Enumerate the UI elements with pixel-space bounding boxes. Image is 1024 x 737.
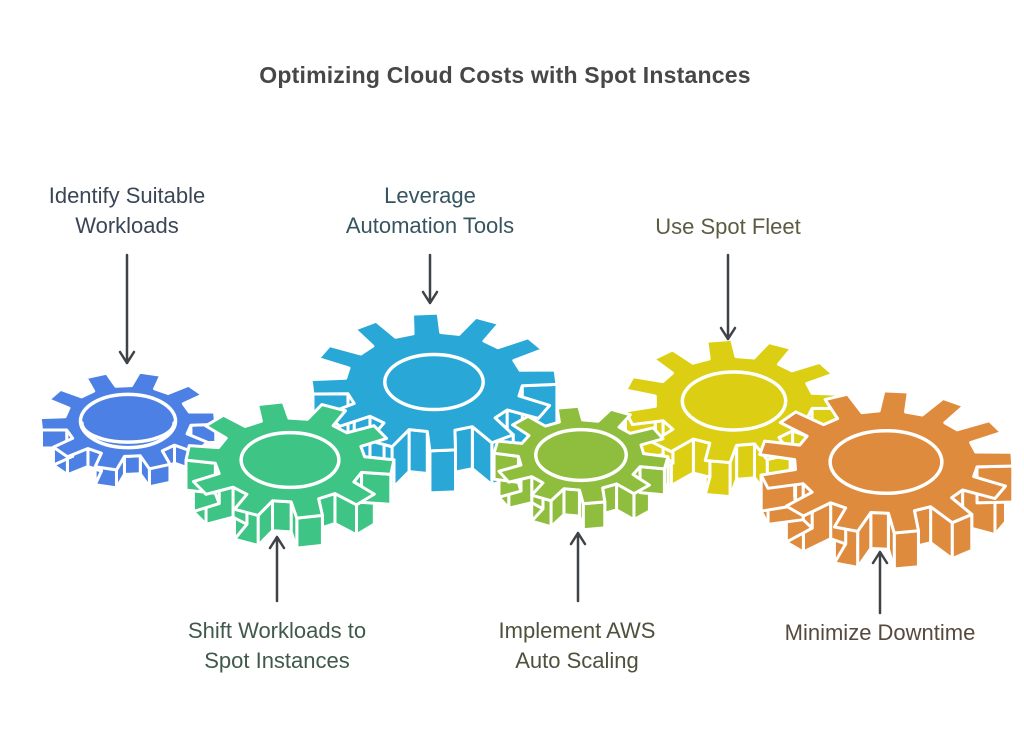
gear-shift-workloads-to-spot-instances [184,400,396,550]
up-arrow-shift-workloads [268,535,286,603]
label-minimize-downtime: Minimize Downtime [784,620,976,645]
down-arrow-identify-suitable-workloads [118,253,136,365]
up-arrow-implement-aws-auto-scaling [569,531,587,603]
page-title: Optimizing Cloud Costs with Spot Instanc… [259,62,751,88]
label-identify-suitable-workloads: Identify Suitable Workloads [48,183,206,238]
gear-minimize-downtime [758,389,1015,571]
down-arrow-use-spot-fleet [719,253,737,341]
label-leverage-automation-tools: Leverage Automation Tools [345,183,515,238]
down-arrow-leverage-automation-tools [421,253,439,305]
up-arrow-minimize-downtime [871,550,889,615]
label-use-spot-fleet: Use Spot Fleet [655,214,801,239]
gear-implement-aws-auto-scaling [492,404,670,532]
label-shift-workloads-to-spot-instances: Shift Workloads to Spot Instances [187,618,367,673]
label-implement-aws-auto-scaling: Implement AWS Auto Scaling [498,618,656,673]
